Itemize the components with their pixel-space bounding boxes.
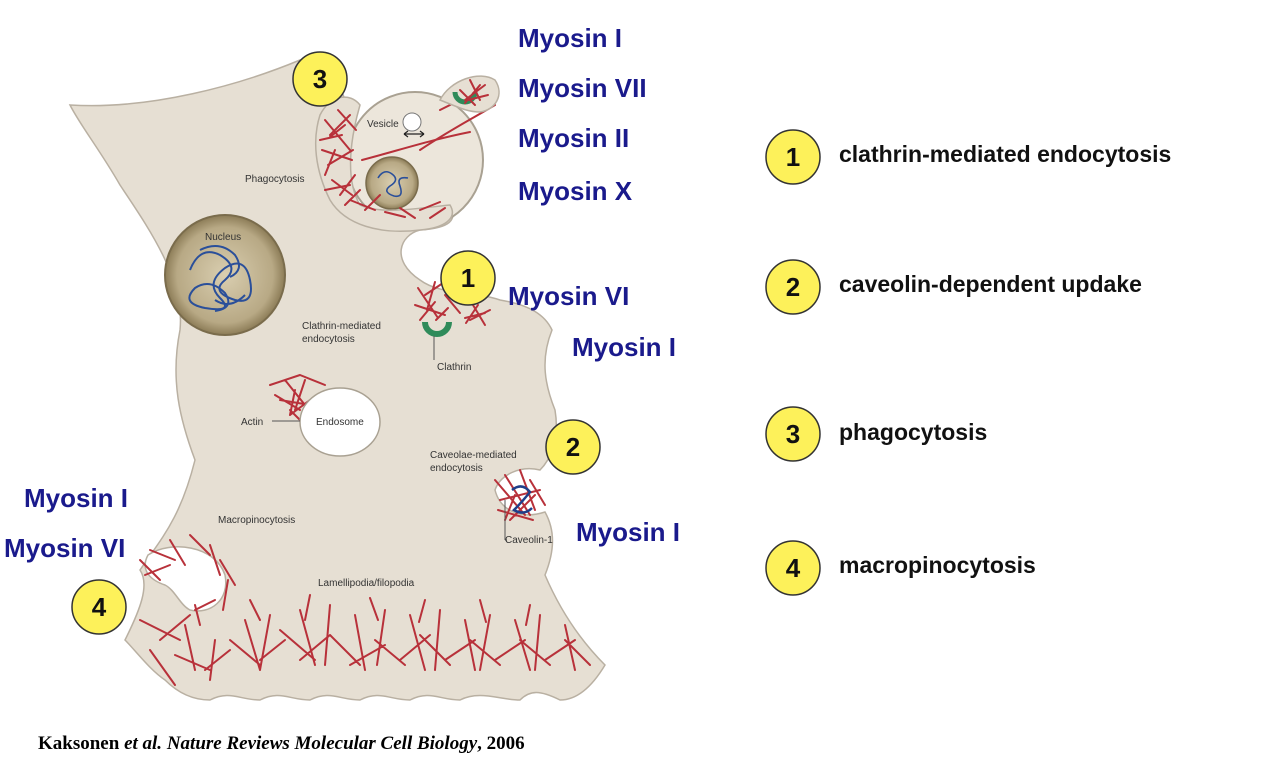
caveolae-mediated-label-2: endocytosis: [430, 463, 483, 474]
phagocytosis-label: Phagocytosis: [245, 174, 304, 185]
cargo-dna: [377, 170, 409, 198]
svg-text:2: 2: [566, 432, 580, 462]
myosin-label-clathrin-1: Myosin VI: [508, 281, 629, 311]
lamellipodia-label: Lamellipodia/filopodia: [318, 578, 415, 589]
vesicle-small: [402, 112, 422, 132]
macropinocytosis-label: Macropinocytosis: [218, 515, 295, 526]
myosin-label-phago-4: Myosin X: [518, 176, 633, 206]
caveolin-label: Caveolin-1: [505, 535, 553, 546]
legend-label: clathrin-mediated endocytosis: [839, 141, 1171, 167]
legend-number: 4: [786, 553, 801, 583]
legend-item-2: 2 caveolin-dependent updake: [765, 259, 1142, 315]
badge-caveolae: 2: [545, 419, 601, 475]
actin-label: Actin: [241, 417, 263, 428]
myosin-label-caveolae: Myosin I: [576, 517, 680, 547]
actin-mesh-endosome: [269, 374, 326, 426]
svg-text:4: 4: [92, 592, 107, 622]
myosin-label-phago-2: Myosin VII: [518, 73, 647, 103]
myosin-label-macro-1: Myosin I: [24, 483, 128, 513]
clathrin-mediated-label-2: endocytosis: [302, 334, 355, 345]
myosin-label-macro-2: Myosin VI: [4, 533, 125, 563]
legend-item-4: 4 macropinocytosis: [765, 540, 1036, 596]
legend-number: 1: [786, 142, 800, 172]
myosin-label-phago-1: Myosin I: [518, 23, 622, 53]
actin-mesh-lamellipodia: [139, 594, 591, 686]
citation-authors: Kaksonen: [38, 733, 120, 754]
citation-year: , 2006: [477, 733, 525, 754]
caveolin-coat: [511, 485, 533, 514]
vesicle-track-1: [361, 131, 471, 161]
badge-clathrin: 1: [440, 250, 496, 306]
svg-text:1: 1: [461, 263, 475, 293]
myosin-label-phago-3: Myosin II: [518, 123, 629, 153]
legend-label: macropinocytosis: [839, 552, 1036, 578]
nucleus-dna: [188, 245, 252, 312]
legend-item-1: 1 clathrin-mediated endocytosis: [765, 129, 1171, 185]
citation-journal: Nature Reviews Molecular Cell Biology: [166, 733, 478, 754]
citation: Kaksonen et al. Nature Reviews Molecular…: [38, 733, 525, 755]
endosome: [299, 387, 381, 457]
clathrin-coat: [422, 321, 452, 337]
svg-text:3: 3: [313, 64, 327, 94]
clathrin-label: Clathrin: [437, 362, 471, 373]
actin-mesh-macropinocytosis: [139, 534, 236, 611]
endosome-label: Endosome: [316, 417, 364, 428]
legend-label: caveolin-dependent updake: [839, 271, 1142, 297]
badge-macropinocytosis: 4: [71, 579, 127, 635]
legend-label: phagocytosis: [839, 419, 987, 445]
myosin-label-clathrin-2: Myosin I: [572, 332, 676, 362]
actin-mesh-clathrin: [414, 281, 491, 326]
legend-item-3: 3 phagocytosis: [765, 406, 987, 462]
legend-number: 3: [786, 419, 800, 449]
nucleus-label: Nucleus: [205, 232, 241, 243]
caveolae-mediated-label-1: Caveolae-mediated: [430, 450, 517, 461]
actin-mesh-phagocytosis: [319, 79, 489, 219]
badge-phagocytosis: 3: [292, 51, 348, 107]
citation-et-al: et al.: [124, 733, 163, 754]
clathrin-mediated-label-1: Clathrin-mediated: [302, 321, 381, 332]
phagocytic-arm-left: [314, 96, 453, 232]
vesicle-label: Vesicle: [367, 119, 399, 130]
legend-number: 2: [786, 272, 800, 302]
